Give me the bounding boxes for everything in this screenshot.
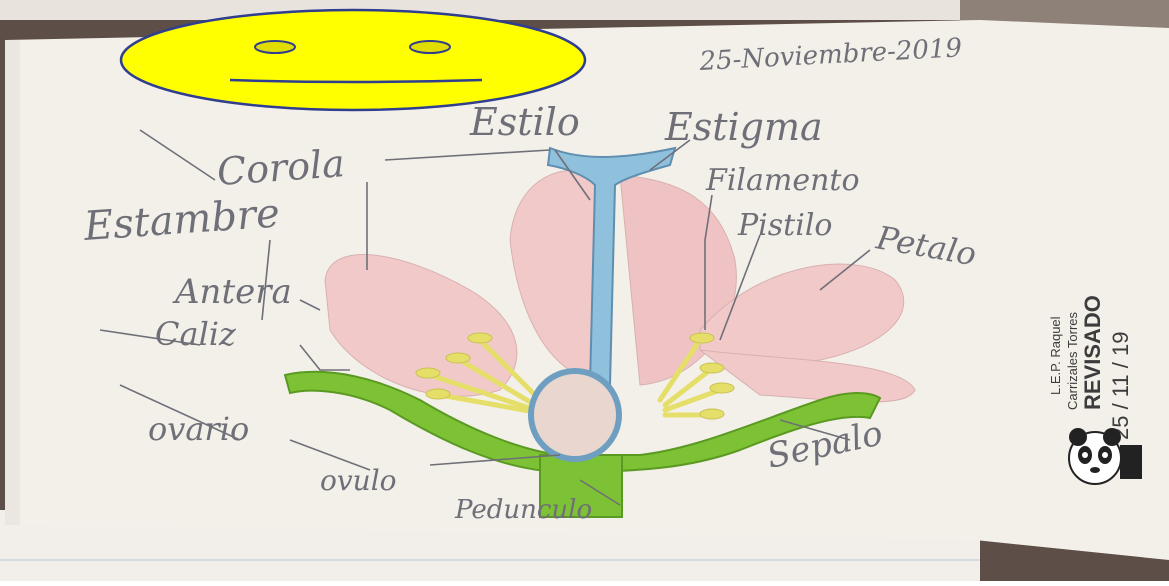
label-filamento: Filamento: [705, 163, 860, 198]
paper-shadow-left: [5, 40, 20, 525]
label-ovulo: ovulo: [320, 464, 397, 497]
ovary: [531, 371, 619, 459]
smiley-face: [121, 10, 585, 110]
smiley-face-overlay: [121, 10, 585, 110]
label-pedunculo: Pedunculo: [454, 495, 592, 525]
label-pistilo: Pistilo: [737, 208, 832, 243]
label-estigma: Estigma: [664, 105, 823, 149]
stamp-name-line1: L.E.P. Raquel: [1048, 316, 1063, 395]
label-caliz: Caliz: [155, 315, 237, 353]
stamp-date: 25 / 11 / 19: [1108, 332, 1133, 440]
stamp-status: REVISADO: [1080, 295, 1105, 410]
label-ovario: ovario: [148, 410, 249, 448]
smiley-left-eye-icon: [255, 41, 295, 53]
label-estilo: Estilo: [469, 100, 580, 144]
label-corola: Corola: [216, 141, 347, 194]
smiley-right-eye-icon: [410, 41, 450, 53]
label-antera: Antera: [172, 272, 292, 312]
stamp-name-line2: Carrizales Torres: [1065, 311, 1080, 410]
